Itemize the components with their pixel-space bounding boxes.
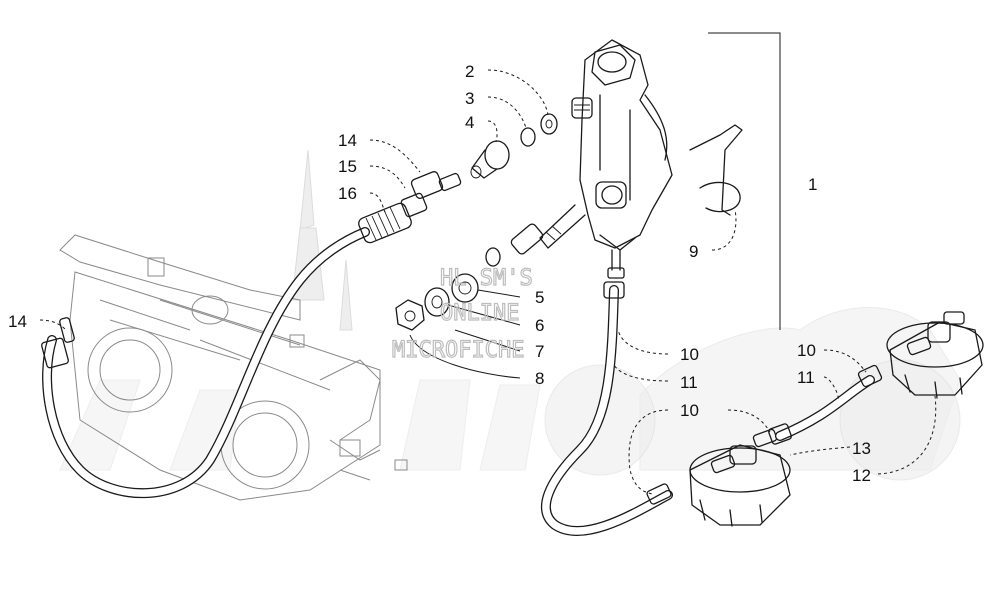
washer-6 <box>424 287 450 317</box>
fuel-hose-connector <box>768 364 883 445</box>
hose-clamp-lower <box>646 483 672 505</box>
callout-8: 8 <box>535 369 544 388</box>
vent-valve-lower <box>689 428 791 527</box>
callout-labels: 1 2 3 4 5 6 7 8 9 10 10 10 11 11 12 13 1… <box>8 62 871 485</box>
washer-5 <box>451 273 479 303</box>
watermark-text: HL SM'S ONLINE MICROFICHE <box>391 265 533 363</box>
callout-9: 9 <box>689 242 698 261</box>
hose-clamp-upper <box>603 281 625 299</box>
leader-lines <box>39 69 937 495</box>
throttle-cable <box>41 171 462 499</box>
watermark-background <box>59 149 961 481</box>
callout-1: 1 <box>808 175 817 194</box>
cable-adjuster <box>358 171 462 244</box>
callout-11-a: 11 <box>680 373 698 392</box>
callout-14-a: 14 <box>338 131 357 150</box>
carburetor-assembly <box>59 234 408 501</box>
watermark-line-2: ONLINE <box>440 301 519 326</box>
callout-16: 16 <box>338 184 357 203</box>
washer-small-7 <box>485 247 501 267</box>
callout-5: 5 <box>535 288 544 307</box>
callout-7: 7 <box>535 342 544 361</box>
callout-14-b: 14 <box>8 312 27 331</box>
callout-15: 15 <box>338 157 357 176</box>
washer-2 <box>540 113 558 135</box>
callout-12: 12 <box>852 466 871 485</box>
fitting-parts <box>470 113 558 179</box>
fitting-4 <box>470 140 510 179</box>
callout-2: 2 <box>465 62 474 81</box>
callout-11-b: 11 <box>797 368 815 387</box>
callout-10-a: 10 <box>680 345 699 364</box>
callout-13: 13 <box>852 439 871 458</box>
washer-stack <box>395 247 501 331</box>
callout-10-c: 10 <box>797 341 816 360</box>
callout-6: 6 <box>535 316 544 335</box>
watermark-line-3: MICROFICHE <box>392 338 524 363</box>
watermark-line-1: HL SM'S <box>440 266 533 291</box>
callout-3: 3 <box>465 89 474 108</box>
callout-10-b: 10 <box>680 401 699 420</box>
callout-4: 4 <box>465 113 474 132</box>
clip-9 <box>689 124 743 216</box>
assembly-bracket <box>708 32 781 330</box>
nut-8 <box>395 299 425 331</box>
valve-body <box>510 39 673 279</box>
o-ring-3 <box>520 127 536 147</box>
hose-clamp-mid <box>857 364 883 388</box>
vent-valve-upper <box>886 311 984 399</box>
fuel-hose-lower <box>541 281 673 536</box>
cable-clip-left <box>41 317 75 369</box>
